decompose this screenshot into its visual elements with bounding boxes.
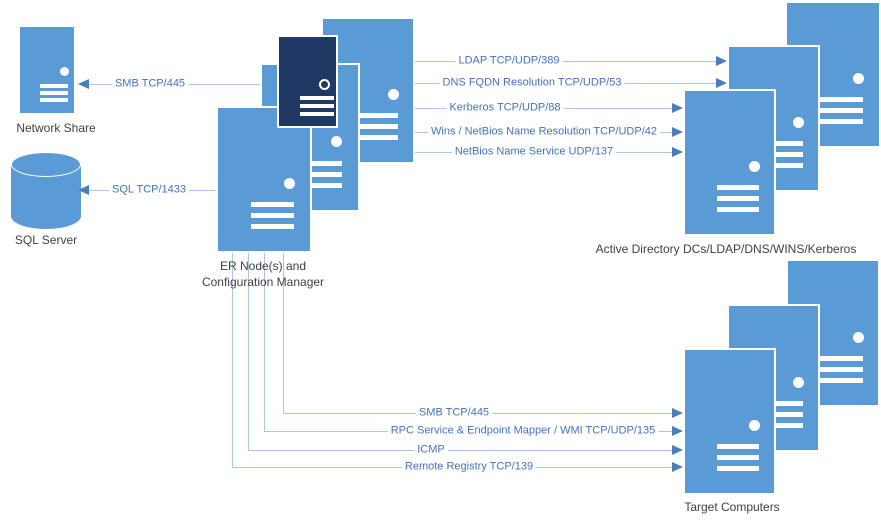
server-dot	[387, 89, 399, 101]
server-vent-bars	[761, 141, 803, 169]
er-nodes-label: ER Node(s) and Configuration Manager	[202, 258, 324, 290]
server-vent-bars	[820, 97, 864, 125]
arrow-left-icon	[78, 79, 89, 89]
server-vent-bars	[296, 160, 342, 188]
connector-wins-label: Wins / NetBios Name Resolution TCP/UDP/4…	[428, 125, 660, 139]
arrow-right-icon	[672, 103, 683, 113]
server-vent-bars	[39, 83, 69, 102]
server-vent-bars	[717, 185, 759, 213]
server-dot	[852, 331, 864, 343]
server-dot	[284, 178, 296, 190]
server-dot	[853, 73, 865, 85]
sql-server-database-icon	[11, 152, 81, 229]
er-nodes-label-line1: ER Node(s) and	[219, 259, 307, 273]
connector-smb-target-label: SMB TCP/445	[415, 406, 493, 420]
connector-remote-registry-vline	[231, 253, 233, 467]
server-dot	[749, 161, 761, 173]
arrow-right-icon	[672, 426, 683, 436]
connector-ldap-line	[415, 60, 716, 62]
cylinder-top	[11, 152, 81, 177]
connector-remote-registry-label: Remote Registry TCP/139	[401, 460, 537, 474]
er-nodes-label-line2: Configuration Manager	[201, 275, 325, 289]
connector-ldap-label: LDAP TCP/UDP/389	[455, 54, 563, 68]
target-computers-label: Target Computers	[684, 500, 780, 514]
er-server-front-icon	[216, 106, 312, 253]
connector-kerberos-label: Kerberos TCP/UDP/88	[446, 101, 564, 115]
arrow-right-icon	[716, 78, 727, 88]
connector-rpc-vline	[263, 253, 265, 431]
power-ring-icon	[319, 79, 330, 90]
connector-icmp-vline	[247, 253, 249, 450]
arrow-right-icon	[716, 56, 727, 66]
connector-netbios-label: NetBios Name Service UDP/137	[451, 145, 617, 159]
server-vent-bars	[761, 401, 803, 429]
connector-icmp-line	[247, 449, 673, 451]
ad-server-front-icon	[683, 89, 776, 236]
arrow-left-icon	[78, 185, 89, 195]
connector-dns-label: DNS FQDN Resolution TCP/UDP/53	[439, 76, 625, 90]
server-dot	[793, 376, 805, 388]
er-server-dark-icon	[277, 35, 338, 128]
arrow-right-icon	[672, 462, 683, 472]
server-vent-bars	[820, 356, 863, 384]
server-vent-bars	[717, 444, 759, 472]
arrow-right-icon	[672, 408, 683, 418]
server-dot	[793, 117, 805, 129]
network-share-label: Network Share	[16, 121, 96, 135]
connector-sql-label: SQL TCP/1433	[109, 183, 189, 197]
active-directory-label: Active Directory DCs/LDAP/DNS/WINS/Kerbe…	[595, 242, 857, 256]
connector-rpc-label: RPC Service & Endpoint Mapper / WMI TCP/…	[387, 424, 659, 438]
arrow-right-icon	[672, 445, 683, 455]
target-server-front-icon	[683, 348, 776, 495]
server-vent-bars	[300, 96, 334, 116]
sql-server-label: SQL Server	[14, 233, 78, 247]
connector-smb-target-vline	[282, 253, 284, 413]
network-share-server-icon	[18, 25, 76, 115]
server-vent-bars	[251, 202, 295, 230]
server-vent-bars	[355, 113, 398, 141]
server-dot	[59, 67, 69, 77]
server-dot	[749, 420, 761, 432]
connector-smb-share-label: SMB TCP/445	[111, 77, 189, 91]
arrow-right-icon	[672, 147, 683, 157]
arrow-right-icon	[672, 127, 683, 137]
connector-icmp-label: ICMP	[414, 443, 448, 457]
server-dot	[331, 136, 343, 148]
